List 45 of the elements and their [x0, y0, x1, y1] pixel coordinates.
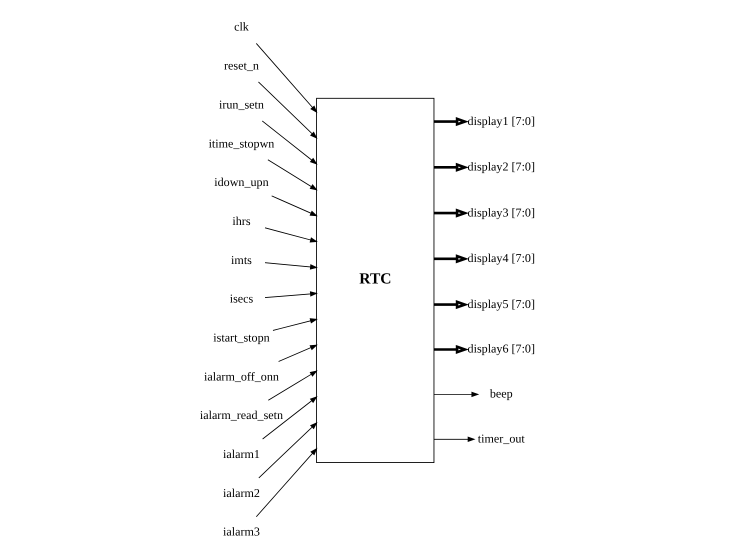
node-text: display2 [7:0] [467, 160, 535, 174]
node-text: idown_upn [214, 175, 268, 190]
arrow [433, 117, 468, 126]
arrow [262, 396, 318, 440]
node-text: ialarm_read_setn [199, 408, 283, 422]
node-text: display4 [7:0] [467, 251, 535, 266]
node-box: RTC [316, 98, 434, 463]
node-text: beep [489, 386, 512, 401]
arrow [261, 120, 318, 165]
node-text: isecs [229, 292, 253, 306]
arrow [255, 448, 317, 518]
arrow [272, 318, 318, 331]
arrow [258, 81, 318, 139]
node-text: display6 [7:0] [467, 342, 535, 356]
node-text: istart_stopn [212, 330, 270, 344]
node-text: ialarm3 [222, 524, 260, 539]
node-text: ialarm_off_onn [204, 369, 278, 384]
node-text: imts [230, 252, 252, 267]
arrow [258, 422, 318, 478]
arrow [255, 43, 317, 114]
node-text: ialarm2 [222, 486, 260, 500]
arrow [433, 300, 468, 310]
arrow [264, 262, 318, 270]
arrow [270, 195, 318, 216]
node-text: itime_stopwn [208, 136, 274, 150]
arrow [433, 208, 468, 218]
node-text: display1 [7:0] [467, 114, 535, 128]
node-text: ialarm1 [222, 446, 260, 461]
arrow [264, 227, 318, 243]
arrow [433, 162, 468, 172]
arrow [267, 370, 318, 401]
node-text: timer_out [477, 431, 524, 446]
arrow [433, 344, 468, 354]
node-text: display5 [7:0] [467, 296, 535, 311]
node-text: ihrs [232, 214, 250, 228]
node-text: clk [234, 20, 248, 34]
arrow [433, 254, 468, 264]
arrow [433, 436, 475, 442]
arrow [433, 392, 479, 398]
arrow [264, 291, 318, 298]
arrow [266, 159, 318, 190]
node-text: irun_setn [218, 97, 264, 112]
node-text: display3 [7:0] [467, 205, 535, 220]
node-text: reset_n [224, 58, 258, 73]
arrow [278, 344, 318, 362]
